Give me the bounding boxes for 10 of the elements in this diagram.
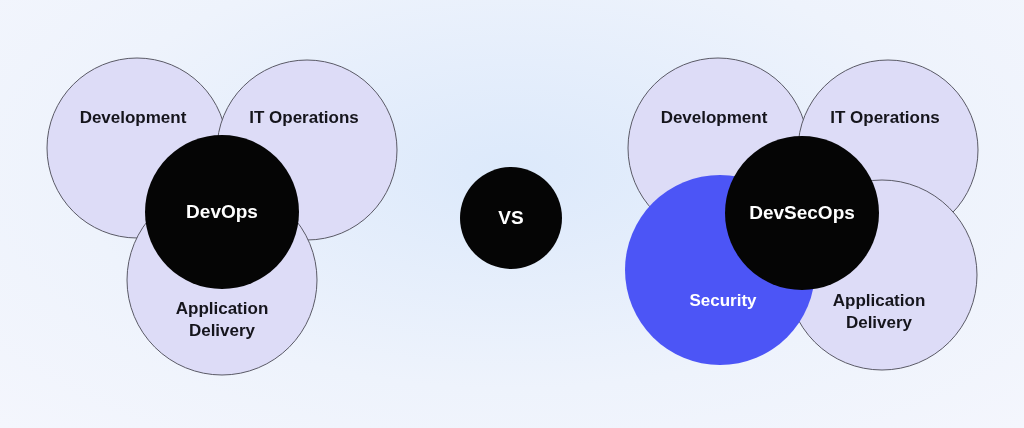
circle-label: Application Delivery [157, 297, 287, 343]
circle-label: IT Operations [249, 106, 359, 130]
circle-label: DevSecOps [749, 200, 855, 226]
circle-label: Development [79, 106, 187, 130]
circle-label: DevOps [186, 199, 258, 225]
circle-label: Development [660, 106, 768, 130]
circle-label: Application Delivery [814, 289, 944, 335]
circle-label: IT Operations [830, 106, 940, 130]
circle-label: Security [689, 289, 757, 313]
circle-label: VS [498, 205, 524, 231]
